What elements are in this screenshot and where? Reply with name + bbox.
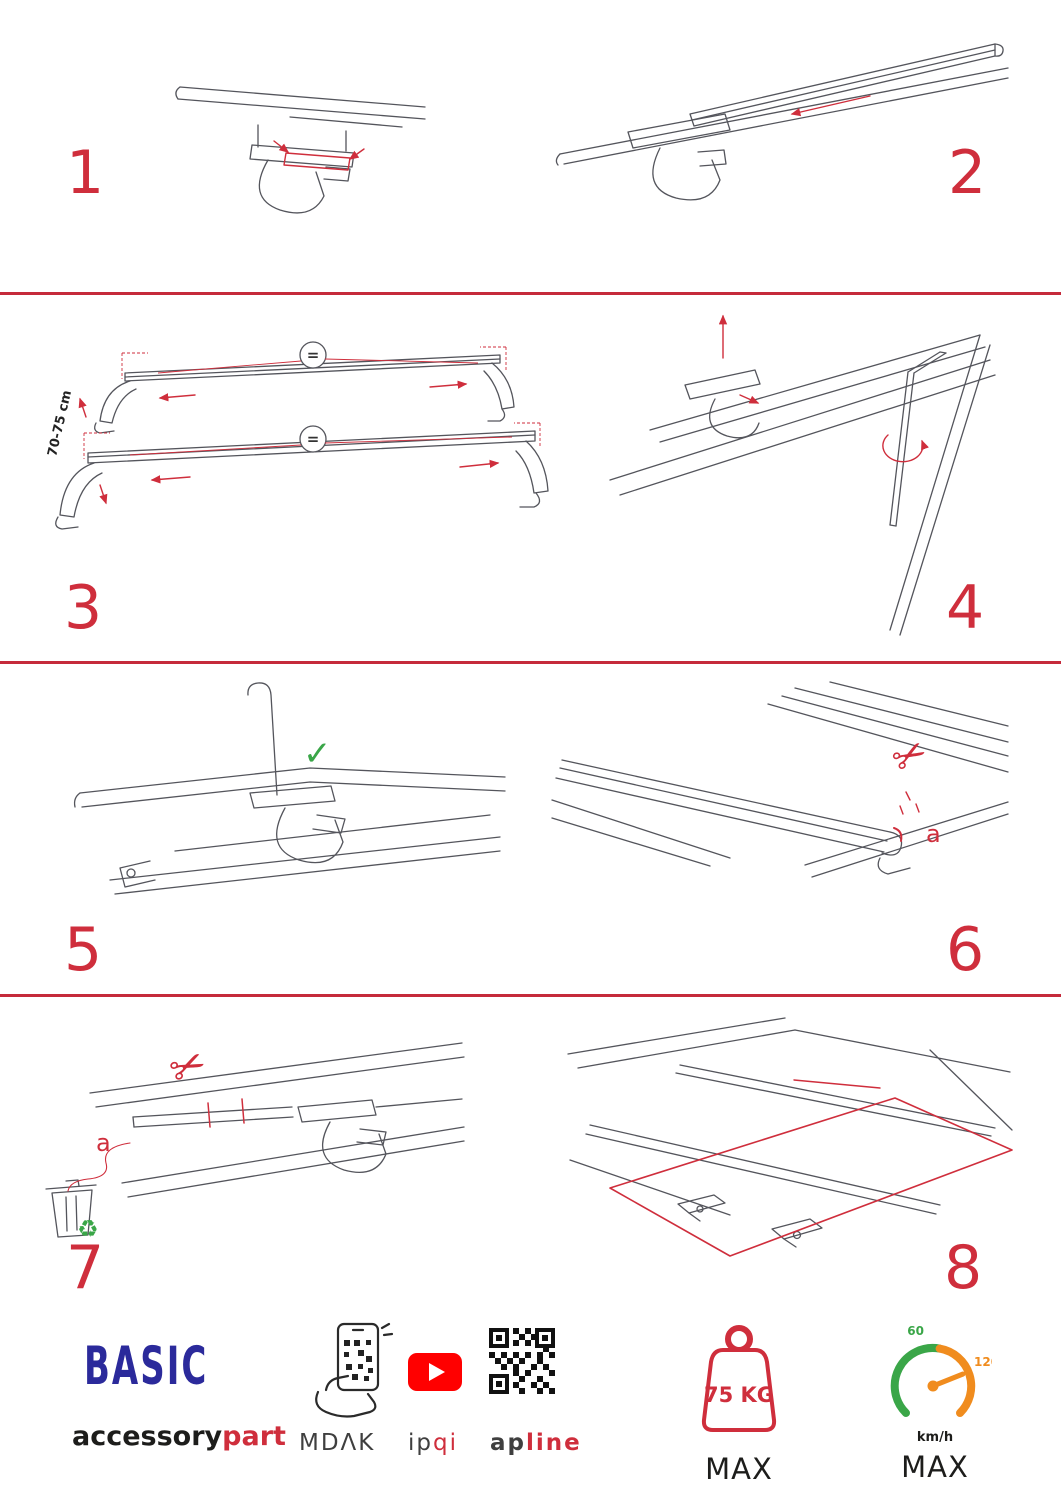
- step-3: 70-75 cm = =: [30, 305, 550, 580]
- step-5-illustration: ✓: [73, 682, 506, 895]
- cut-label-a: a: [96, 1129, 111, 1157]
- step-3-illustration: 70-75 cm = =: [45, 341, 549, 530]
- weight-max-label: MAX: [705, 1452, 773, 1486]
- step-2-number: 2: [948, 138, 987, 208]
- step-5: ✓: [65, 665, 520, 935]
- step-5-number: 5: [64, 915, 103, 985]
- recycle-icon: ♻: [77, 1215, 99, 1243]
- speed-unit-label: km/h: [916, 1430, 954, 1445]
- step-6-number: 6: [946, 915, 985, 985]
- step-1-number: 1: [66, 138, 105, 208]
- step-2: [540, 22, 1010, 207]
- step-8-illustration: [567, 1017, 1013, 1257]
- wordmark-black: accessory: [72, 1421, 223, 1452]
- step-7: ✂ a ♻: [30, 1015, 470, 1270]
- step-2-illustration: [555, 43, 1009, 201]
- partner-apline-label: apline: [490, 1430, 582, 1456]
- step-8-number: 8: [944, 1233, 983, 1303]
- qr-code: [489, 1328, 555, 1398]
- step-7-illustration: ✂ a ♻: [45, 1037, 465, 1243]
- step-1-illustration: [175, 86, 426, 214]
- step-6: ✂ a: [550, 680, 1010, 940]
- step-7-number: 7: [66, 1233, 105, 1303]
- check-icon: ✓: [303, 734, 332, 774]
- equal-badge: =: [307, 430, 320, 448]
- step-6-illustration: ✂ a: [551, 681, 1009, 878]
- section-divider: [0, 994, 1061, 997]
- speed-high-label: 120: [974, 1355, 992, 1369]
- equal-badge: =: [307, 346, 320, 364]
- scissors-icon: ✂: [884, 728, 936, 785]
- brand-wordmark: accessorypart: [72, 1421, 286, 1452]
- partner-mdak-label: MDΛK: [299, 1430, 376, 1456]
- partner-ipqi-label: ipqi: [408, 1430, 458, 1456]
- step-1: [140, 55, 440, 250]
- youtube-icon: [407, 1352, 463, 1396]
- scissors-icon: ✂: [162, 1037, 215, 1096]
- section-divider: [0, 661, 1061, 664]
- weight-value: 75 KG: [704, 1383, 774, 1407]
- speedometer-icon: 60 120: [878, 1322, 999, 1430]
- brand-logo: BASIC: [84, 1336, 209, 1398]
- section-divider: [0, 292, 1061, 295]
- max-weight-icon: 75 KG: [683, 1322, 795, 1448]
- step-8: [550, 1010, 1015, 1280]
- scan-phone-icon: [308, 1322, 396, 1424]
- step-4: [590, 300, 1010, 640]
- wordmark-red: part: [222, 1421, 286, 1452]
- step-4-illustration: [609, 314, 996, 636]
- step-4-number: 4: [946, 573, 985, 643]
- cut-label-a: a: [926, 820, 941, 848]
- speed-max-label: MAX: [901, 1450, 969, 1484]
- speed-low-label: 60: [907, 1324, 924, 1338]
- step-3-number: 3: [64, 573, 103, 643]
- dimension-label: 70-75 cm: [45, 389, 75, 458]
